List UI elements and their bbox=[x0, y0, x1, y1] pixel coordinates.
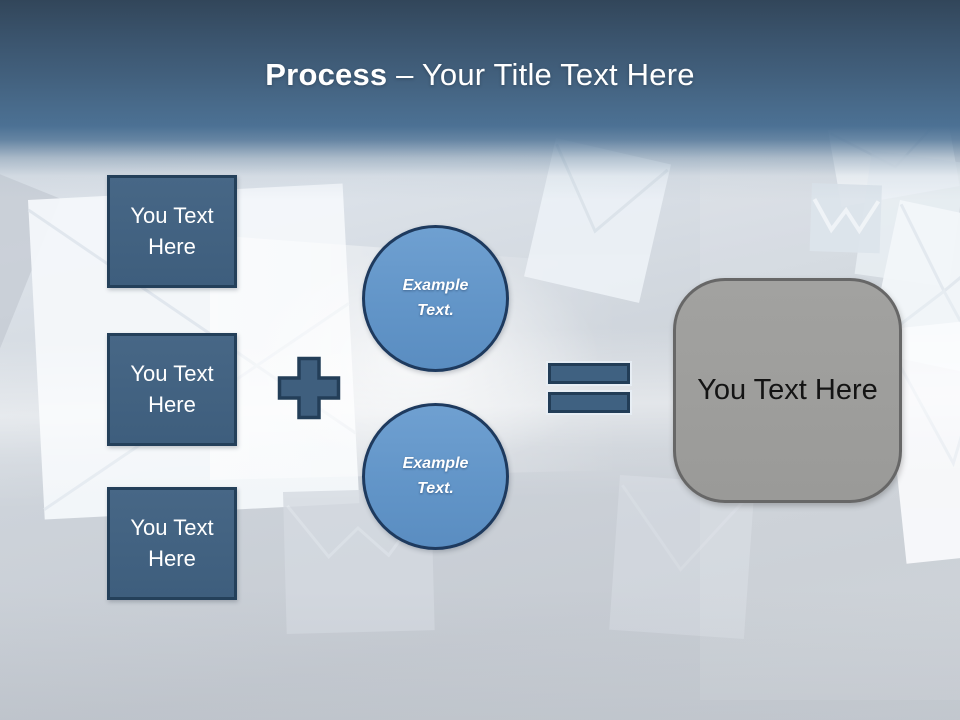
example-circle-1-label: Example Text. bbox=[402, 276, 469, 319]
example-circle-2-label: Example Text. bbox=[402, 454, 469, 497]
result-box-label: You Text Here bbox=[697, 374, 878, 406]
title-bar bbox=[0, 0, 960, 200]
plus-icon bbox=[276, 355, 342, 421]
input-box-1-label: You Text Here bbox=[130, 202, 214, 259]
envelope-decoration bbox=[609, 474, 755, 640]
bottom-shade bbox=[0, 590, 960, 720]
input-box-2: You Text Here bbox=[107, 333, 237, 446]
example-circle-2: Example Text. bbox=[362, 403, 509, 550]
example-circle-1: Example Text. bbox=[362, 225, 509, 372]
input-box-1: You Text Here bbox=[107, 175, 237, 288]
input-box-2-label: You Text Here bbox=[130, 360, 214, 417]
envelope-decoration bbox=[809, 183, 882, 254]
envelope-decoration bbox=[0, 150, 61, 357]
input-box-3-label: You Text Here bbox=[130, 514, 214, 571]
slide-title-rest: – Your Title Text Here bbox=[396, 57, 695, 92]
equals-icon bbox=[548, 363, 630, 413]
equals-top-bar bbox=[548, 363, 630, 384]
equals-bottom-bar bbox=[548, 392, 630, 413]
result-box: You Text Here bbox=[673, 278, 902, 503]
envelope-decoration bbox=[882, 317, 960, 564]
slide-title: Process – Your Title Text Here bbox=[0, 57, 960, 93]
input-box-3: You Text Here bbox=[107, 487, 237, 600]
slide-title-emphasis: Process bbox=[265, 57, 388, 92]
